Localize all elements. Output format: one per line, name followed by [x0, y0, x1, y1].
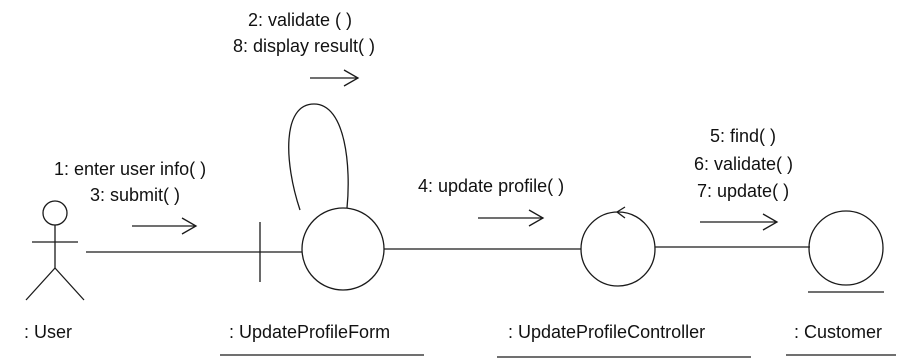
entity-circle — [808, 210, 884, 286]
controller-label: : UpdateProfileController — [508, 322, 705, 342]
arrow-form-to-controller — [478, 209, 545, 227]
control-circle — [580, 211, 656, 287]
message-enter-user-info: 1: enter user info( ) — [54, 159, 206, 179]
boundary-object — [259, 207, 385, 291]
arrow-self-message — [310, 69, 360, 87]
actor-head — [42, 200, 68, 226]
message-update: 7: update( ) — [697, 181, 789, 201]
user-actor — [25, 200, 85, 301]
arrow-controller-to-customer — [700, 213, 779, 231]
customer-label: : Customer — [794, 322, 882, 342]
user-label: : User — [24, 322, 72, 342]
control-arrowhead — [615, 206, 626, 219]
message-find: 5: find( ) — [710, 126, 776, 146]
form-label: : UpdateProfileForm — [229, 322, 390, 342]
message-validate-self: 2: validate ( ) — [248, 10, 352, 30]
message-submit: 3: submit( ) — [90, 185, 180, 205]
arrow-user-to-form — [132, 217, 198, 235]
actor-left-leg — [25, 267, 56, 301]
self-message-loop — [288, 103, 349, 211]
message-update-profile: 4: update profile( ) — [418, 176, 564, 196]
message-display-result: 8: display result( ) — [233, 36, 375, 56]
control-object — [580, 206, 656, 287]
actor-right-leg — [54, 267, 85, 301]
entity-object — [808, 210, 884, 293]
message-validate: 6: validate( ) — [694, 154, 793, 174]
boundary-circle — [301, 207, 385, 291]
